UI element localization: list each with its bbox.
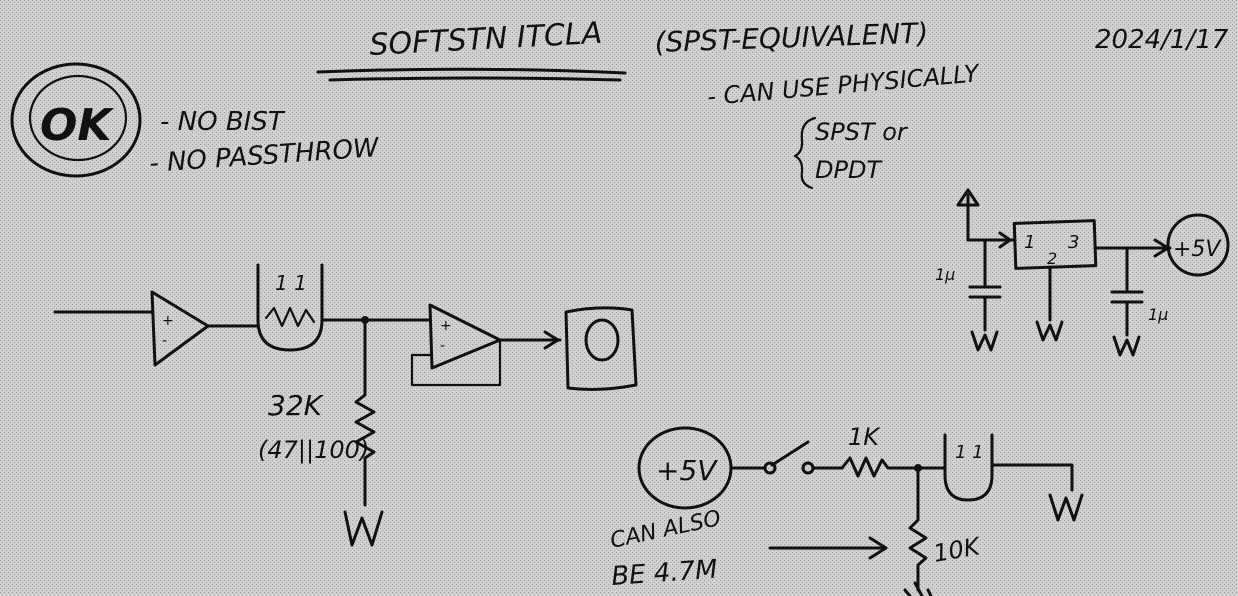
note-spst-or: SPST or (815, 118, 909, 146)
display-icon-inner (584, 318, 620, 362)
ground-icon (1112, 335, 1141, 357)
alt-note-line-2: BE 4.7M (610, 555, 718, 592)
note-dpdt: DPDT (815, 156, 883, 184)
comp-minus-sign: - (440, 338, 445, 354)
ground-icon (903, 581, 933, 596)
switch-icon (770, 440, 810, 467)
ok-circle-inner (28, 74, 128, 162)
title-underline (316, 67, 627, 82)
regulator-output-label: +5V (1173, 237, 1222, 262)
ok-circle (10, 62, 142, 178)
output-rail-circle (1166, 213, 1230, 277)
display-icon (564, 306, 638, 391)
regulator-box (1012, 219, 1098, 270)
regulator-pin-2: 2 (1047, 249, 1057, 268)
resistor-icon (908, 466, 928, 592)
regulator-pin-1: 1 (1024, 232, 1035, 253)
resistor-icon (840, 456, 947, 478)
page-date: 2024/1/17 (1095, 25, 1229, 55)
note-no-bist: - NO BIST (160, 107, 286, 137)
op-amp-icon (428, 303, 502, 370)
series-resistor-label: 1K (848, 423, 881, 451)
potentiometer-icon (256, 263, 324, 352)
regulator-input-wire (966, 231, 1017, 249)
comp-feedback-wire (410, 338, 502, 387)
ground-icon (1035, 320, 1064, 342)
switch-pot-pins: 1 1 (955, 442, 984, 463)
output-cap (1110, 246, 1144, 337)
switch-source-label: +5V (656, 454, 718, 487)
comp-output-wire (498, 330, 562, 350)
op-amp-icon (150, 290, 210, 367)
arrow-icon (768, 536, 888, 560)
ground-icon (970, 330, 999, 352)
ground-icon (343, 510, 384, 547)
buffer-plus-sign: + (162, 313, 174, 329)
ok-stamp: OK (40, 100, 114, 151)
input-cap (968, 238, 1002, 332)
comp-plus-sign: + (440, 318, 452, 334)
pot-wiper (264, 306, 316, 328)
buffer-minus-sign: - (162, 333, 167, 349)
note-brace (793, 116, 817, 190)
pot-output-wire (990, 463, 1074, 492)
potentiometer-icon (943, 433, 994, 502)
switch-contact-left (763, 461, 777, 475)
ground-icon (1048, 493, 1084, 522)
regulator-pin-3: 3 (1068, 232, 1079, 253)
regulator-input-arrow (956, 188, 980, 242)
resistor-value: 32K (268, 389, 325, 422)
resistor-icon (354, 318, 376, 507)
input-cap-label: 1µ (935, 265, 955, 284)
pot-pins-label: 1 1 (275, 271, 307, 295)
output-cap-label: 1µ (1148, 305, 1168, 324)
resistor-alt-value: (47||100) (258, 436, 369, 464)
